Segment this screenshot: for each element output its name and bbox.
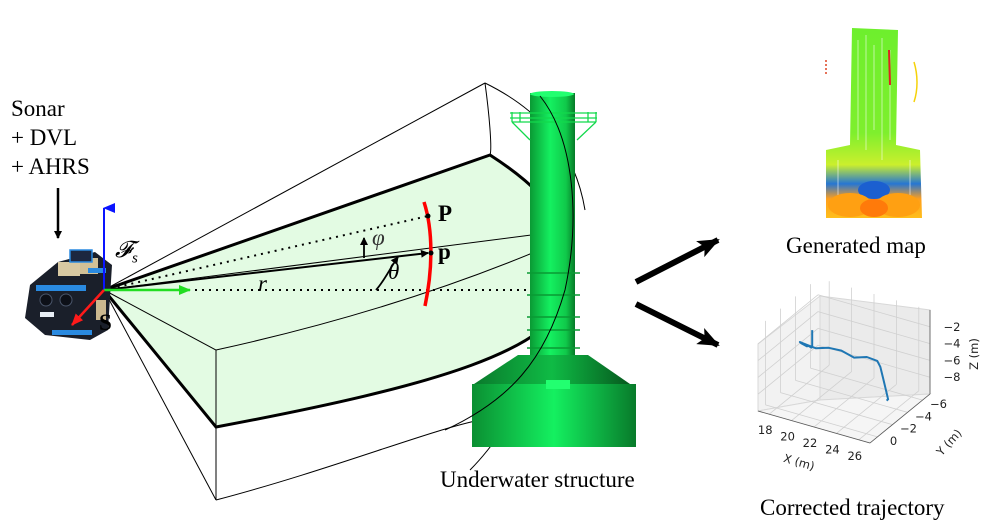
rov-side-tan xyxy=(96,300,106,320)
frame-subscript: s xyxy=(131,250,138,267)
map-caption: Generated map xyxy=(786,233,926,258)
rov-buoyancy-1 xyxy=(58,262,80,276)
sensor-label-line-3: + AHRS xyxy=(11,154,90,179)
underwater-structure xyxy=(444,91,636,447)
y-tick-label: −4 xyxy=(915,409,932,423)
trajectory-caption: Corrected trajectory xyxy=(760,495,945,520)
tower-base xyxy=(472,384,636,447)
rov-thruster-1 xyxy=(39,293,53,307)
wire-bottom-edge xyxy=(103,289,217,501)
x-axis-line xyxy=(757,410,871,444)
wire-over-tower xyxy=(444,95,574,431)
z-axis-label: Z (m) xyxy=(967,338,981,370)
arrow-to-map xyxy=(634,237,720,285)
projected-point-vector xyxy=(103,249,429,291)
grid-line-z-back xyxy=(817,294,931,328)
rov-thruster-2 xyxy=(59,293,73,307)
structure-caption: Underwater structure xyxy=(440,467,635,492)
wire-vertical-back xyxy=(484,82,492,156)
grid-line-x xyxy=(791,371,852,421)
z-tick-label: −8 xyxy=(944,370,961,384)
x-axis-label: X (m) xyxy=(782,451,816,473)
z-tick-label: −2 xyxy=(944,320,961,334)
x-tick-label: 24 xyxy=(825,442,840,456)
range-arc-red xyxy=(422,201,433,307)
origin-label: S xyxy=(99,310,112,335)
y-tick-label: 0 xyxy=(890,434,897,448)
tower-column xyxy=(530,93,575,383)
grid-line-z-side xyxy=(757,328,819,378)
grid-line-z-back xyxy=(817,328,931,361)
wire-bottom-arc xyxy=(215,419,481,501)
y-tick-label: −6 xyxy=(930,397,947,411)
point-p-marker xyxy=(428,250,434,256)
wire-top-edge xyxy=(103,82,486,291)
grid-line-z-side xyxy=(757,294,819,345)
rov-vehicle xyxy=(25,249,112,340)
tower-base-plate xyxy=(546,380,570,389)
sensor-label-line-1: Sonar xyxy=(11,96,65,121)
tower-fins xyxy=(527,272,580,349)
x-tick-label: 22 xyxy=(803,436,818,450)
tower-platform xyxy=(510,112,597,141)
rov-light xyxy=(40,312,54,317)
generated-map-pointcloud xyxy=(825,28,922,218)
point-P-marker xyxy=(425,213,431,219)
sonar-fan-fill xyxy=(104,155,573,427)
sensor-label-line-2: + DVL xyxy=(11,125,77,150)
x-tick-label: 26 xyxy=(847,449,862,463)
map-red-streak xyxy=(888,49,891,86)
arrow-to-trajectory xyxy=(634,301,720,348)
rov-blue-frame-2 xyxy=(88,268,106,273)
grid-line-z-side xyxy=(757,344,819,395)
y-axis-label: Y (m) xyxy=(933,426,965,459)
y-tick-label: −2 xyxy=(900,422,917,436)
grid-line-z-side xyxy=(757,311,819,361)
azimuth-angle-label: θ xyxy=(388,259,400,284)
grid-line-x xyxy=(768,364,830,415)
z-tick-label: −4 xyxy=(944,337,961,351)
azimuth-arc-arrow xyxy=(375,256,399,291)
rov-bottom-blue xyxy=(52,330,92,335)
trajectory-line xyxy=(798,330,890,402)
frame-label: 𝓕s xyxy=(115,236,138,273)
z-tick-label: −6 xyxy=(944,353,961,367)
map-blue-core xyxy=(858,181,890,199)
tower-top xyxy=(530,91,574,97)
map-orange-center xyxy=(860,199,888,217)
x-tick-label: 18 xyxy=(758,423,773,437)
sonar-fan-inner-arc xyxy=(215,236,571,351)
rov-blue-frame-1 xyxy=(36,285,86,291)
point-p-label: p xyxy=(438,239,451,264)
grid-line-y xyxy=(765,404,878,438)
grid-line-y xyxy=(795,379,908,413)
y-axis-line xyxy=(869,393,931,444)
sonar-beam-line xyxy=(103,229,571,291)
map-yellow-arc xyxy=(913,61,918,103)
frame-symbol: 𝓕 xyxy=(115,237,132,262)
grid-line-x xyxy=(813,377,875,428)
grid-line-y xyxy=(810,367,923,401)
range-label: r xyxy=(258,271,267,296)
grid-line-z-back xyxy=(817,311,931,344)
x-tick-label: 20 xyxy=(780,430,795,444)
point-P-label: P xyxy=(438,201,453,226)
elevation-angle-label: φ xyxy=(372,225,385,250)
grid-line-y xyxy=(780,392,893,426)
rov-thruster-housing xyxy=(69,249,93,263)
y-axis-arrow xyxy=(71,289,105,326)
tower-cone xyxy=(474,355,630,384)
grid-line-x xyxy=(858,390,920,441)
